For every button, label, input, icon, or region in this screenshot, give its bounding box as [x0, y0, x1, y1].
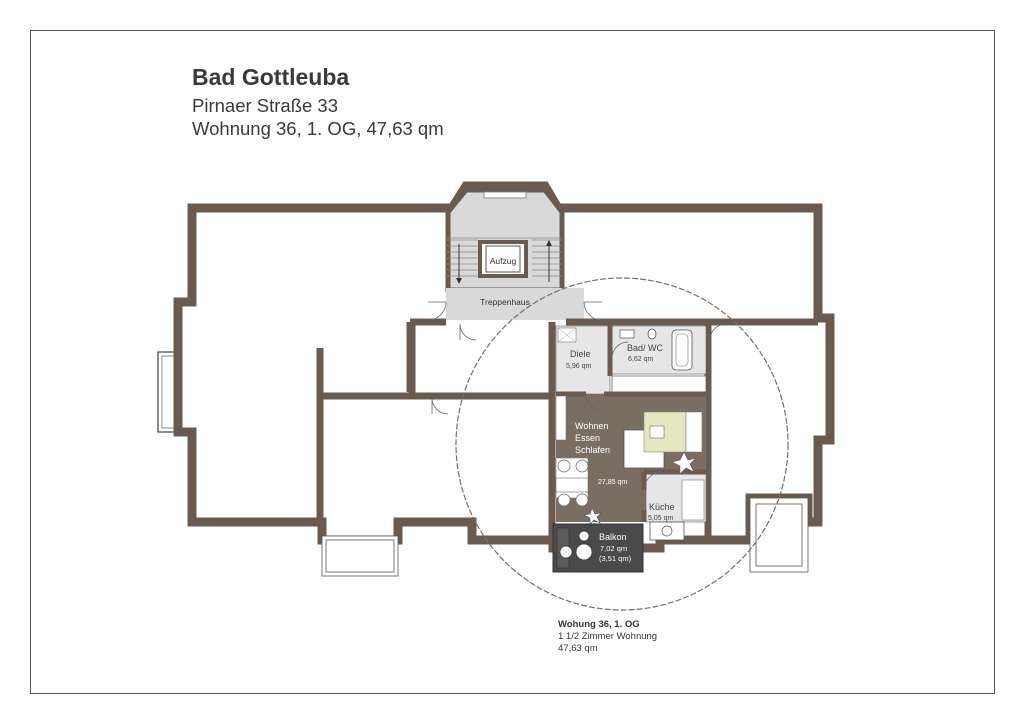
caption-area: 47,63 qm — [558, 643, 598, 654]
room-label-essen: Essen — [575, 433, 600, 443]
room-label-bad: Bad/ WC — [627, 343, 664, 353]
elevator-label: Aufzug — [490, 256, 517, 266]
chair — [575, 459, 589, 473]
room-area-bad: 6,62 qm — [628, 356, 653, 363]
stair-treads — [445, 237, 562, 277]
address: Pirnaer Straße 33 — [192, 95, 339, 116]
unit-summary: Wohnung 36, 1. OG, 47,63 qm — [192, 118, 444, 139]
unit-caption: Wohung 36, 1. OG 1 1/2 Zimmer Wohnung 47… — [558, 619, 657, 655]
room-label-balkon: Balkon — [599, 532, 627, 542]
room-area-kueche: 5,05 qm — [648, 515, 673, 522]
caption-title: Wohung 36, 1. OG — [558, 619, 640, 630]
bathtub — [671, 329, 693, 371]
room-label-diele: Diele — [570, 349, 591, 359]
dining-table — [555, 477, 589, 493]
room-area-wohnen: 27,85 qm — [598, 479, 627, 486]
sink — [619, 329, 635, 339]
room-label-schlafen: Schlafen — [575, 445, 610, 455]
stair-landing — [446, 288, 584, 320]
room-area-diele: 5,96 qm — [566, 363, 591, 370]
room-label-kueche: Küche — [649, 502, 675, 512]
interior-walls — [316, 318, 818, 540]
page-frame — [30, 30, 995, 694]
chair — [557, 493, 571, 507]
room-area-balkon-half: (3,51 qm) — [599, 554, 632, 563]
door-swings — [427, 301, 727, 491]
unit-highlight-circle — [455, 277, 789, 611]
shelf — [555, 395, 567, 441]
stove-icon — [661, 525, 673, 537]
chair — [557, 459, 571, 473]
chair — [575, 493, 589, 507]
stairwell-label: Treppenhaus — [480, 297, 530, 307]
page-title: Bad Gottleuba — [192, 64, 350, 90]
caption-rooms: 1 1/2 Zimmer Wohnung — [558, 631, 658, 642]
room-area-balkon: 7,02 qm — [600, 544, 627, 553]
plant-icon — [583, 507, 602, 525]
toilet — [647, 328, 657, 340]
kitchen-counter — [681, 479, 705, 521]
room-label-wohnen: Wohnen — [575, 421, 608, 431]
plant-icon — [671, 451, 697, 475]
windows — [321, 497, 809, 577]
